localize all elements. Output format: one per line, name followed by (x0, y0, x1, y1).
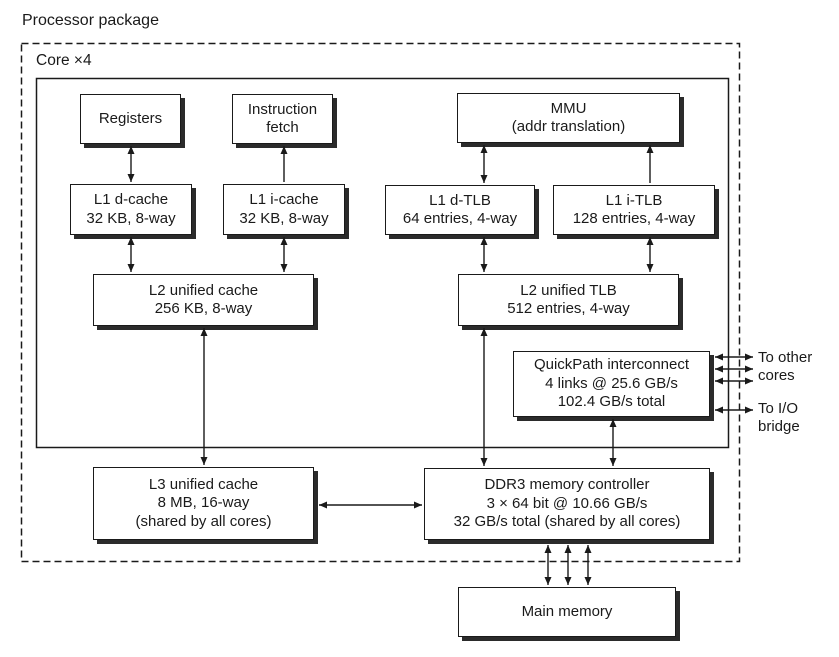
instruction-fetch-line1: Instruction (247, 100, 318, 118)
l1-itlb-box: L1 i-TLB 128 entries, 4-way (553, 185, 715, 235)
ddr3-line3: 32 GB/s total (shared by all cores) (453, 513, 681, 531)
l1-icache-box: L1 i-cache 32 KB, 8-way (223, 184, 345, 235)
l2-cache-line1: L2 unified cache (148, 281, 259, 299)
quickpath-box: QuickPath interconnect 4 links @ 25.6 GB… (513, 351, 710, 417)
l1-icache-line1: L1 i-cache (249, 191, 319, 208)
diagram-title: Processor package (22, 12, 159, 29)
l1-itlb-line1: L1 i-TLB (605, 191, 663, 209)
ddr3-line2: 3 × 64 bit @ 10.66 GB/s (486, 494, 648, 512)
ddr3-controller-box: DDR3 memory controller 3 × 64 bit @ 10.6… (424, 468, 710, 540)
quickpath-line1: QuickPath interconnect (533, 356, 690, 374)
l1-itlb-line2: 128 entries, 4-way (572, 210, 696, 227)
to-io-bridge-label: To I/O bridge (758, 400, 800, 436)
to-other-cores-line2: cores (758, 367, 795, 384)
main-memory-box: Main memory (458, 587, 676, 637)
l3-cache-line3: (shared by all cores) (135, 512, 272, 530)
l1-dcache-line1: L1 d-cache (93, 191, 169, 208)
mmu-line1: MMU (550, 99, 587, 117)
l1-dtlb-box: L1 d-TLB 64 entries, 4-way (385, 185, 535, 235)
l2-tlb-box: L2 unified TLB 512 entries, 4-way (458, 274, 679, 326)
l1-dcache-line2: 32 KB, 8-way (86, 209, 176, 227)
instruction-fetch-line2: fetch (266, 119, 299, 136)
registers-box: Registers (80, 94, 181, 144)
l1-dcache-box: L1 d-cache 32 KB, 8-way (70, 184, 192, 235)
quickpath-line3: 102.4 GB/s total (557, 393, 666, 411)
ddr3-line1: DDR3 memory controller (484, 476, 650, 494)
registers-label: Registers (98, 109, 163, 127)
to-other-cores-label: To other cores (758, 349, 812, 385)
instruction-fetch-box: Instruction fetch (232, 94, 333, 144)
l2-tlb-line1: L2 unified TLB (520, 281, 617, 299)
l2-cache-box: L2 unified cache 256 KB, 8-way (93, 274, 314, 326)
to-io-bridge-line2: bridge (758, 418, 800, 435)
l2-tlb-line2: 512 entries, 4-way (507, 300, 630, 317)
l1-icache-line2: 32 KB, 8-way (239, 209, 329, 227)
core-label: Core ×4 (36, 52, 92, 69)
l3-cache-box: L3 unified cache 8 MB, 16-way (shared by… (93, 467, 314, 540)
l3-cache-line1: L3 unified cache (148, 475, 259, 493)
to-io-bridge-line1: To I/O (758, 400, 799, 417)
mmu-line2: (addr translation) (511, 118, 626, 135)
quickpath-line2: 4 links @ 25.6 GB/s (545, 374, 678, 392)
l3-cache-line2: 8 MB, 16-way (157, 494, 250, 512)
main-memory-label: Main memory (521, 602, 613, 620)
l2-cache-line2: 256 KB, 8-way (154, 300, 253, 317)
l1-dtlb-line2: 64 entries, 4-way (402, 210, 518, 227)
to-other-cores-line1: To other (758, 349, 813, 366)
l1-dtlb-line1: L1 d-TLB (429, 191, 491, 209)
mmu-box: MMU (addr translation) (457, 93, 680, 143)
